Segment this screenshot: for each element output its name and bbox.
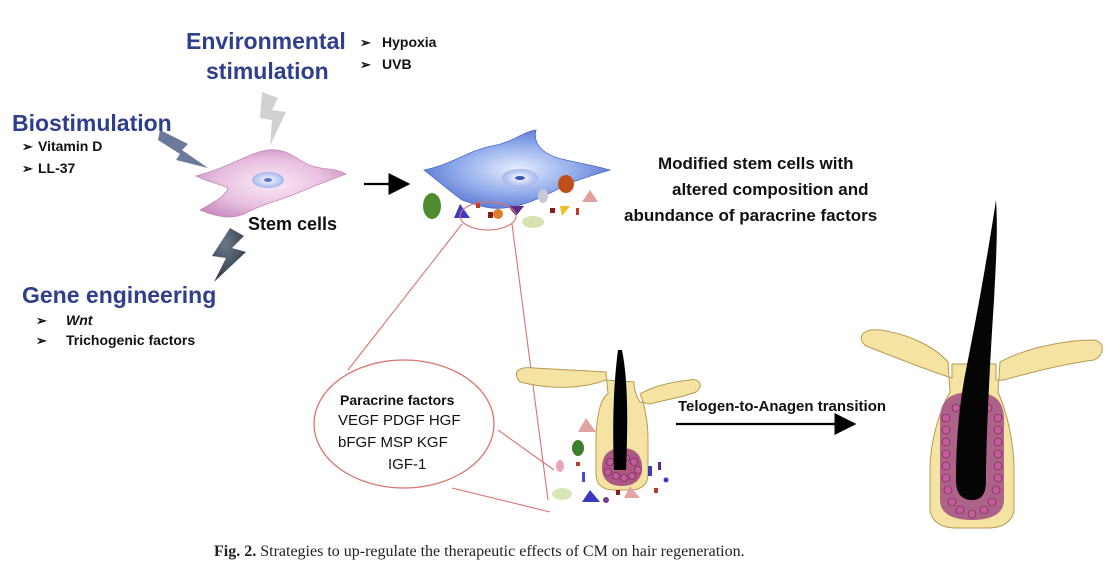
bullet-arrow-icon: ➢	[36, 333, 47, 348]
telogen-follicle	[516, 350, 701, 491]
bullet-arrow-icon: ➢	[36, 313, 47, 328]
environmental-item: ➢Hypoxia	[360, 34, 437, 50]
modified-line3: abundance of paracrine factors	[624, 206, 878, 225]
environmental-title-line1: Environmental	[186, 28, 346, 54]
figure-caption: Fig. 2. Strategies to up-regulate the th…	[214, 543, 745, 561]
stem-cells-label: Stem cells	[248, 214, 338, 234]
paracrine-line1: VEGF PDGF HGF	[338, 412, 461, 429]
stem-cell	[194, 149, 347, 218]
modified-stem-cell	[423, 129, 612, 209]
bullet-arrow-icon: ➢	[360, 57, 371, 72]
gene-engineering-item: ➢Wnt	[36, 312, 93, 328]
modified-line1: Modified stem cells with	[658, 154, 854, 173]
paracrine-line3: IGF-1	[388, 456, 427, 473]
transition-label: Telogen-to-Anagen transition	[678, 398, 887, 415]
bullet-arrow-icon: ➢	[22, 161, 33, 176]
paracrine-title: Paracrine factors	[340, 392, 455, 408]
caption-text: Strategies to up-regulate the therapeuti…	[260, 543, 745, 560]
zoom-connector	[347, 201, 555, 513]
bullet-arrow-icon: ➢	[360, 35, 371, 50]
paracrine-factors-bubble	[313, 359, 495, 489]
lightning-bolt-icon	[260, 92, 286, 146]
environmental-title-line2: stimulation	[206, 58, 329, 84]
paracrine-particles-cell	[423, 175, 598, 228]
biostimulation-title: Biostimulation	[12, 110, 172, 136]
environmental-item: ➢UVB	[360, 56, 412, 72]
paracrine-line2: bFGF MSP KGF	[338, 434, 448, 451]
gene-engineering-title: Gene engineering	[22, 282, 217, 308]
lightning-bolt-icon	[158, 130, 208, 168]
biostimulation-item: ➢LL-37	[22, 160, 76, 176]
anagen-follicle	[860, 200, 1103, 529]
paracrine-particles-follicle	[552, 418, 669, 503]
lightning-bolt-icon	[212, 228, 246, 282]
bullet-arrow-icon: ➢	[22, 139, 33, 154]
biostimulation-item: ➢Vitamin D	[22, 138, 103, 154]
caption-label: Fig. 2.	[214, 543, 257, 560]
gene-engineering-item: ➢Trichogenic factors	[36, 332, 196, 348]
modified-line2: altered composition and	[672, 180, 869, 199]
